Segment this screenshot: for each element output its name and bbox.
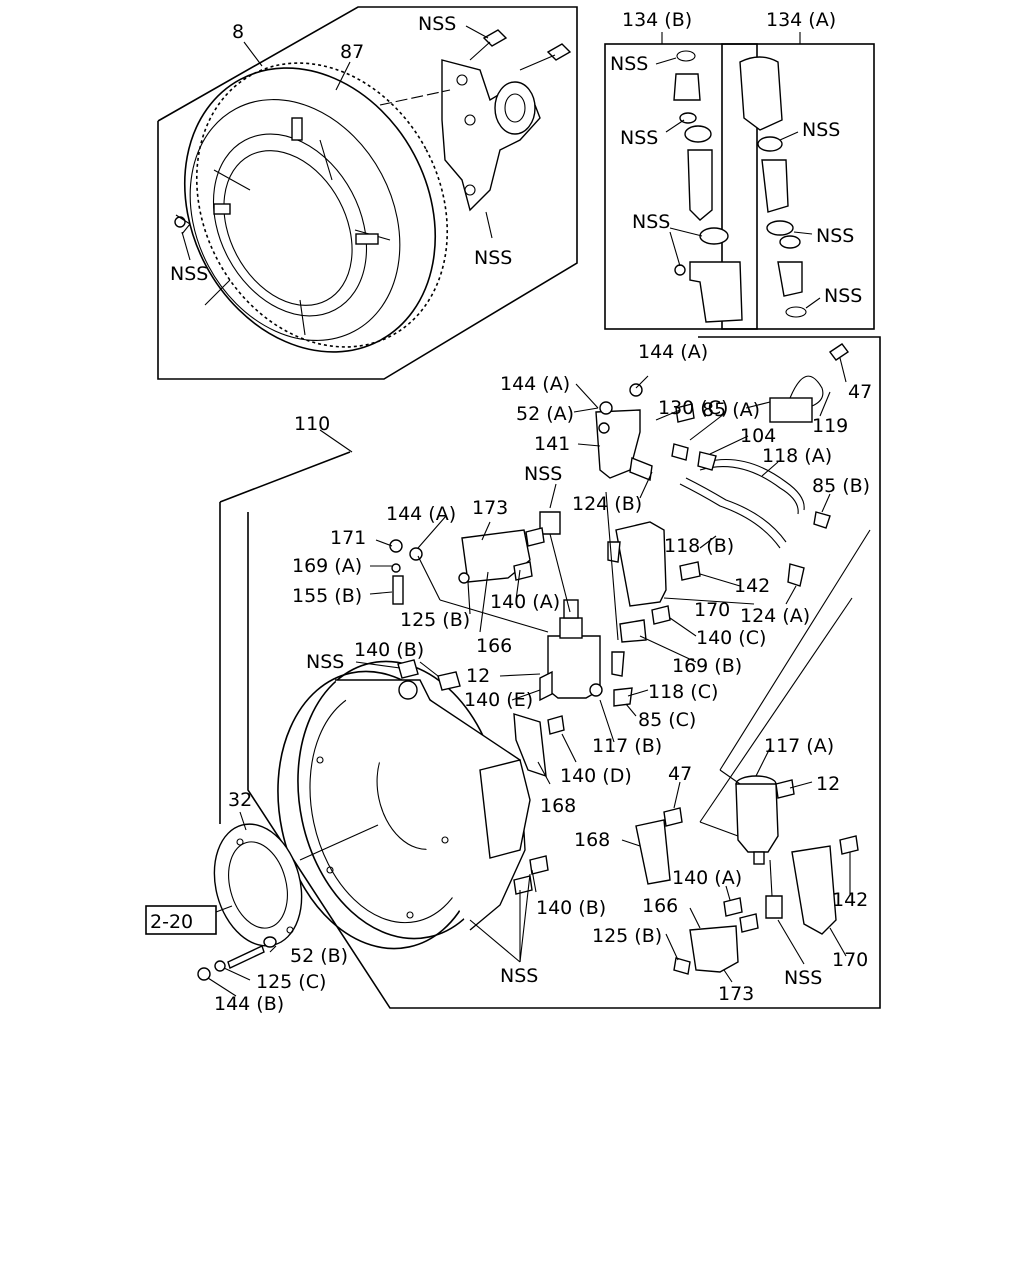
ring-gear-87 <box>183 62 449 353</box>
label-110: 110 <box>294 413 330 435</box>
label-173: 173 <box>472 497 508 519</box>
ref-box[interactable] <box>145 905 217 935</box>
label-124b: 124 (B) <box>572 493 642 515</box>
label-166: 166 <box>642 895 678 917</box>
bracket-part <box>441 29 572 212</box>
label-125c: 125 (C) <box>256 971 326 993</box>
label-166: 166 <box>476 635 512 657</box>
label-140b: 140 (B) <box>354 639 424 661</box>
label-140a: 140 (A) <box>490 591 560 613</box>
label-nss: NSS <box>474 247 512 269</box>
label-169b: 169 (B) <box>672 655 742 677</box>
solenoid-117a <box>735 775 779 865</box>
label-142: 142 <box>734 575 770 597</box>
label-118c: 118 (C) <box>648 681 718 703</box>
label-12: 12 <box>466 665 490 687</box>
label-144b: 144 (B) <box>214 993 284 1015</box>
label-52a: 52 (A) <box>516 403 574 425</box>
label-nss: NSS <box>784 967 822 989</box>
valve-panels: 134 (B) 134 (A) NSS NSS NSS NSS NSS NSS <box>604 9 875 330</box>
label-47: 47 <box>848 381 872 403</box>
label-170: 170 <box>832 949 868 971</box>
label-155b: 155 (B) <box>292 585 362 607</box>
label-168: 168 <box>540 795 576 817</box>
label-125b: 125 (B) <box>400 609 470 631</box>
housing-panel: 110 2-20 <box>145 336 881 1015</box>
cover-170 <box>615 521 667 607</box>
label-134b: 134 (B) <box>622 9 692 31</box>
label-118a: 118 (A) <box>762 445 832 467</box>
label-142: 142 <box>832 889 868 911</box>
label-104: 104 <box>740 425 776 447</box>
label-nss: NSS <box>610 53 648 75</box>
ref-box-label[interactable]: 2-20 <box>150 911 193 933</box>
label-nss: NSS <box>620 127 658 149</box>
label-134a: 134 (A) <box>766 9 836 31</box>
label-144a: 144 (A) <box>500 373 570 395</box>
gasket-32 <box>213 811 303 947</box>
bracket-173-low <box>689 925 739 973</box>
label-117a: 117 (A) <box>764 735 834 757</box>
label-85c: 85 (C) <box>638 709 696 731</box>
label-141: 141 <box>534 433 570 455</box>
label-87: 87 <box>340 41 364 63</box>
label-124a: 124 (A) <box>740 605 810 627</box>
label-118b: 118 (B) <box>664 535 734 557</box>
label-85b: 85 (B) <box>812 475 870 497</box>
connector-119 <box>745 343 850 423</box>
label-12: 12 <box>816 773 840 795</box>
label-119: 119 <box>812 415 848 437</box>
label-140b: 140 (B) <box>536 897 606 919</box>
label-144a: 144 (A) <box>638 341 708 363</box>
label-52b: 52 (B) <box>290 945 348 967</box>
label-171: 171 <box>330 527 366 549</box>
label-nss: NSS <box>824 285 862 307</box>
label-140d: 140 (D) <box>560 765 632 787</box>
label-130c: 130 (C) <box>658 397 728 419</box>
label-125b: 125 (B) <box>592 925 662 947</box>
label-140a: 140 (A) <box>672 867 742 889</box>
label-85a: 85 (A) <box>702 399 760 421</box>
label-nss: NSS <box>816 225 854 247</box>
plate-168-low <box>635 819 671 885</box>
label-47: 47 <box>668 763 692 785</box>
solenoid-117b <box>539 599 603 702</box>
label-144a: 144 (A) <box>386 503 456 525</box>
label-8: 8 <box>232 21 244 43</box>
label-nss: NSS <box>632 211 670 233</box>
plate-168 <box>513 713 547 778</box>
label-nss: NSS <box>418 13 456 35</box>
label-173: 173 <box>718 983 754 1005</box>
label-nss: NSS <box>500 965 538 987</box>
label-nss: NSS <box>524 463 562 485</box>
label-140c: 140 (C) <box>696 627 766 649</box>
label-170: 170 <box>694 599 730 621</box>
label-nss: NSS <box>170 263 208 285</box>
label-168: 168 <box>574 829 610 851</box>
label-32: 32 <box>228 789 252 811</box>
label-140e: 140 (E) <box>464 689 533 711</box>
cover-170-low <box>791 845 837 935</box>
label-nss: NSS <box>306 651 344 673</box>
label-169a: 169 (A) <box>292 555 362 577</box>
label-117b: 117 (B) <box>592 735 662 757</box>
flywheel-housing <box>277 660 531 950</box>
flywheel-panel: 8 87 NSS NSS NSS <box>157 6 578 380</box>
label-nss: NSS <box>802 119 840 141</box>
